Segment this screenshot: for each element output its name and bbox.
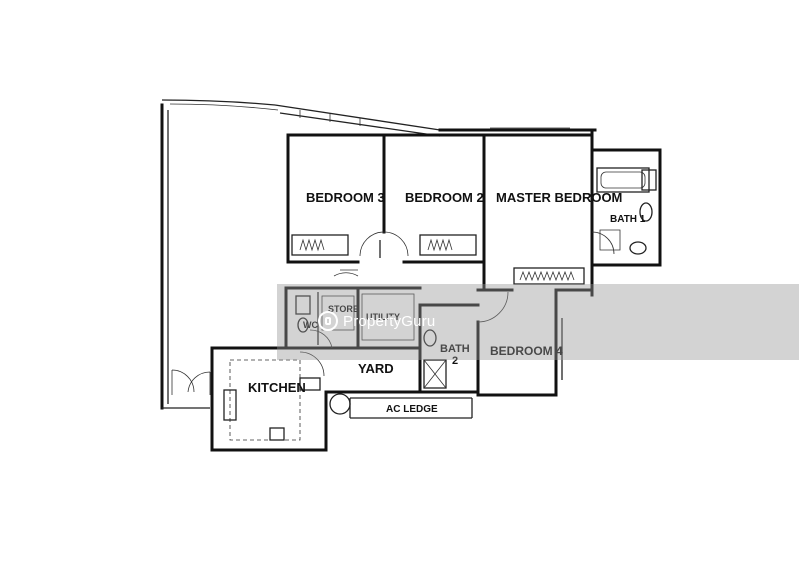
wc-label: WC (303, 320, 318, 330)
ac-ledge-label: AC LEDGE (386, 404, 438, 415)
kitchen-label: KITCHEN (248, 380, 306, 395)
bedroom2-label: BEDROOM 2 (405, 190, 484, 205)
utility-label: UTILITY (366, 312, 400, 322)
bath2-bedroom4-walls (418, 288, 594, 397)
service-walls (284, 269, 422, 350)
yard-label: YARD (358, 361, 394, 376)
kitchen-walls (210, 346, 473, 452)
bedroom4-label: BEDROOM 4 (490, 344, 563, 358)
bath2-label-line1: BATH (440, 343, 470, 355)
master-bedroom-label: MASTER BEDROOM (496, 190, 622, 205)
bath2-label-line2: 2 (452, 355, 458, 367)
bath1-label: BATH 1 (610, 214, 646, 225)
top-window-strip (274, 104, 597, 137)
bath1-walls (591, 148, 662, 267)
wardrobe-hatching (299, 238, 575, 282)
bedroom3-label: BEDROOM 3 (306, 190, 385, 205)
living-outline (160, 99, 279, 410)
store-label: STORE (328, 304, 359, 314)
bedroom-walls (286, 131, 594, 297)
